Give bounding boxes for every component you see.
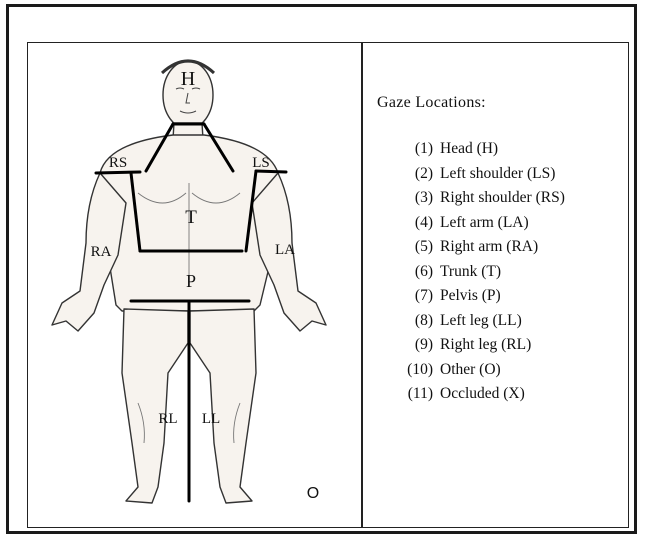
legend-item-label: Trunk (T) [440, 263, 501, 281]
legend-item: (4) Left arm (LA) [363, 214, 623, 239]
legend-item-label: Pelvis (P) [440, 287, 501, 305]
label-left-arm: LA [275, 242, 295, 258]
legend-item-number: (4) [415, 214, 433, 232]
legend-item-label: Occluded (X) [440, 385, 525, 403]
legend-item-number: (11) [408, 385, 433, 403]
left-leg-shape [190, 309, 256, 503]
legend-item-number: (9) [415, 336, 433, 354]
legend-item-label: Right shoulder (RS) [440, 189, 565, 207]
legend-item: (2) Left shoulder (LS) [363, 165, 623, 190]
right-shoulder-line [96, 172, 140, 173]
legend-item: (11) Occluded (X) [363, 385, 623, 410]
legend-item-label: Left shoulder (LS) [440, 165, 555, 183]
legend-item-label: Head (H) [440, 140, 498, 158]
label-right-shoulder: RS [109, 155, 127, 171]
label-head: H [181, 68, 195, 90]
legend-item: (9) Right leg (RL) [363, 336, 623, 361]
legend-item-number: (6) [415, 263, 433, 281]
right-arm-shape [52, 173, 126, 331]
legend-item-number: (2) [415, 165, 433, 183]
legend-item: (8) Left leg (LL) [363, 312, 623, 337]
right-leg-shape [122, 309, 188, 503]
legend-item-label: Right arm (RA) [440, 238, 538, 256]
legend-item: (7) Pelvis (P) [363, 287, 623, 312]
label-left-shoulder: LS [252, 155, 270, 171]
legend-item-number: (10) [407, 361, 433, 379]
legend-item-label: Left leg (LL) [440, 312, 522, 330]
label-pelvis: P [186, 271, 196, 291]
legend-item-number: (1) [415, 140, 433, 158]
legend-item: (3) Right shoulder (RS) [363, 189, 623, 214]
legend-item-number: (7) [415, 287, 433, 305]
label-left-leg: LL [202, 411, 220, 427]
left-shoulder-line [256, 171, 286, 172]
label-right-leg: RL [158, 411, 177, 427]
legend-item-number: (5) [415, 238, 433, 256]
legend-item: (6) Trunk (T) [363, 263, 623, 288]
legend-title: Gaze Locations: [377, 94, 486, 112]
legend-item-label: Right leg (RL) [440, 336, 531, 354]
legend-item-label: Other (O) [440, 361, 501, 379]
legend-item-label: Left arm (LA) [440, 214, 529, 232]
label-right-arm: RA [91, 244, 112, 260]
body-diagram: H RS LS T RA LA P RL LL O [28, 43, 363, 529]
legend-item: (1) Head (H) [363, 140, 623, 165]
legend-item: (10) Other (O) [363, 361, 623, 386]
body-diagram-panel: H RS LS T RA LA P RL LL O [27, 42, 362, 528]
legend-item-number: (3) [415, 189, 433, 207]
legend-list: (1) Head (H) (2) Left shoulder (LS) (3) Rig… [363, 140, 623, 410]
label-trunk: T [185, 207, 197, 228]
label-other: O [307, 485, 319, 502]
legend-panel: Gaze Locations: (1) Head (H) (2) Left shou… [362, 42, 629, 528]
legend-item: (5) Right arm (RA) [363, 238, 623, 263]
legend-item-number: (8) [415, 312, 433, 330]
